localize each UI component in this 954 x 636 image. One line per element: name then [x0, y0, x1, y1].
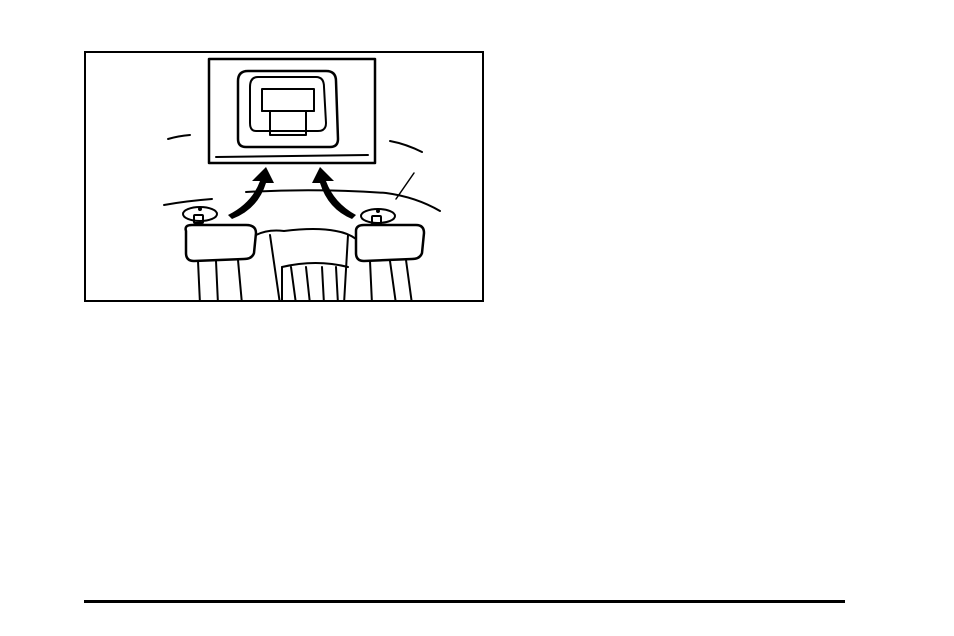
package-shelf-line-left	[164, 199, 212, 205]
page-bottom-rule	[84, 600, 845, 603]
rear-window-edge-right	[390, 141, 422, 152]
left-anchor	[183, 207, 217, 223]
tether-anchor-illustration	[86, 53, 484, 302]
right-arrow	[312, 167, 356, 219]
left-head-restraint	[186, 225, 256, 302]
right-head-restraint	[356, 225, 424, 302]
rear-window-edge-left	[168, 135, 190, 139]
left-arrow	[228, 167, 274, 219]
shelf-strap-line	[396, 173, 414, 199]
center-seatback	[256, 229, 356, 302]
right-anchor	[361, 209, 395, 224]
illustration-frame	[84, 51, 484, 302]
